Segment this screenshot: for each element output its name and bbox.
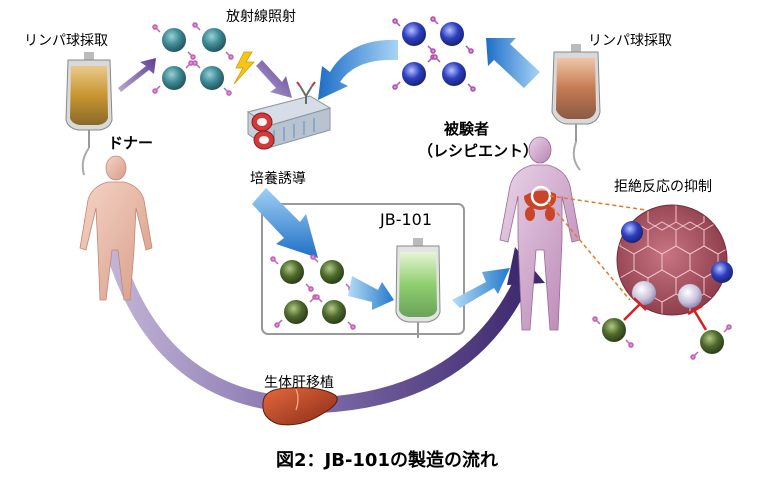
jb101-bag-icon	[395, 238, 441, 338]
induced-cell	[320, 260, 344, 284]
culture-arrow	[348, 276, 394, 310]
donor-blood-bag-icon	[65, 52, 113, 176]
label-irradiation: 放射線照射	[226, 9, 296, 25]
recipient-lymphocyte-cluster	[392, 16, 476, 92]
induced-cell	[280, 260, 304, 284]
collect-arrow-right	[486, 38, 540, 88]
induced-cell	[700, 330, 724, 354]
recipient-lymphocyte-cell	[402, 62, 426, 86]
culture-device-icon	[246, 81, 332, 150]
donor-lymphocyte-cell	[162, 28, 186, 52]
liver-icon	[262, 387, 338, 426]
recipient-body-icon	[499, 136, 581, 331]
induced-cell	[322, 300, 346, 324]
induction-arrow	[252, 188, 318, 258]
induced-cell	[602, 318, 626, 342]
label-culture-induction: 培養誘導	[250, 171, 306, 187]
infusion-arrow	[452, 268, 510, 308]
suppressor-cells	[592, 316, 732, 360]
label-rejection-suppression: 拒絶反応の抑制	[614, 179, 712, 195]
label-donor: ドナー	[108, 134, 154, 152]
label-recipient-paren: （レシピエント）	[418, 142, 539, 160]
recipient-lymphocyte-cell	[442, 62, 466, 86]
irradiation-arrow	[256, 60, 292, 98]
lightning-icon	[233, 51, 255, 85]
collect-arrow-left	[118, 58, 156, 92]
liver-tissue-closeup	[616, 204, 728, 316]
donor-lymphocyte-cell	[162, 66, 186, 90]
recipient-attacking-cell	[621, 221, 643, 243]
induced-cell-cluster	[270, 254, 356, 330]
suppressed-cell	[678, 284, 702, 308]
label-living-liver-transplant: 生体肝移植	[264, 375, 334, 391]
label-recipient: 被験者	[444, 120, 490, 138]
culture-process-box	[261, 203, 465, 335]
donor-lymphocyte-cluster	[152, 22, 234, 96]
inhibition-mark	[623, 297, 708, 331]
donor-lymphocyte-cell	[200, 66, 224, 90]
label-jb101: JB-101	[380, 210, 433, 229]
recipient-blood-bag-icon	[551, 44, 601, 171]
recipient-cells-arrow	[318, 39, 398, 100]
zoom-line-bottom	[547, 201, 631, 301]
suppressed-cell	[632, 281, 656, 305]
figure-caption: 図2：JB-101の製造の流れ	[276, 450, 498, 471]
label-lymph-collection-right: リンパ球採取	[588, 33, 672, 49]
label-lymph-collection-left: リンパ球採取	[24, 33, 108, 49]
recipient-attacking-cell	[711, 261, 733, 283]
recipient-lymphocyte-cell	[402, 22, 426, 46]
donor-lymphocyte-cell	[202, 28, 226, 52]
zoom-line-top	[549, 195, 647, 211]
donor-body-icon	[79, 155, 153, 301]
induced-cell	[284, 300, 308, 324]
recipient-lymphocyte-cell	[440, 22, 464, 46]
